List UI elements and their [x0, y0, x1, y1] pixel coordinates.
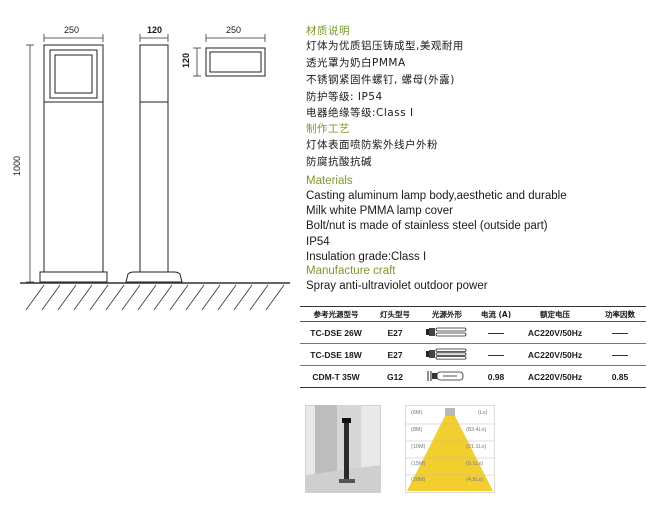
cell-current: [476, 321, 516, 344]
lamp-shape-cell: [418, 365, 476, 388]
light-beam: [407, 416, 493, 491]
lux-value-label: (83.4Lx): [466, 427, 487, 433]
top-view-dimensions: [193, 34, 266, 77]
col-header-shape: 光源外形: [418, 306, 476, 322]
cell-model: TC-DSE 26W: [300, 321, 372, 344]
cell-base: E27: [372, 343, 418, 366]
cell-base: E27: [372, 321, 418, 344]
cell-voltage: AC220V/50Hz: [516, 321, 594, 344]
technical-drawing: [20, 34, 290, 311]
empty-value-dash: [612, 332, 628, 334]
spec-en-line: Casting aluminum lamp body,aesthetic and…: [306, 190, 567, 202]
cell-model: TC-DSE 18W: [300, 343, 372, 366]
spec-cn-line: 不锈钢紧固件螺钉, 螺母(外露): [306, 74, 455, 86]
spec-cn-line: 灯体为优质铝压铸成型,美观耐用: [306, 40, 464, 52]
spec-cn-line: 电器绝缘等级:Class Ⅰ: [306, 107, 414, 119]
col-header-base: 灯头型号: [372, 306, 418, 322]
compact-fluorescent-lamp-icon: [426, 348, 467, 360]
spec-en-line: Insulation grade:Class I: [306, 251, 427, 263]
lux-dist-label: (15M): [411, 461, 426, 467]
table-row: CDM-T 35W G12 0.98 AC220V/50Hz 0.85: [300, 365, 646, 388]
height-label: 1000: [12, 155, 22, 176]
craft-cn-line: 防腐抗酸抗碱: [306, 156, 372, 168]
lux-value-label: (4.9Lx): [466, 477, 484, 483]
spec-en-line: IP54: [306, 236, 330, 248]
top-width-label: 250: [226, 25, 242, 35]
top-depth-label: 120: [181, 52, 191, 68]
lux-value-label: (Lx): [478, 410, 488, 416]
col-header-model: 参考光源型号: [300, 306, 372, 322]
table-row: TC-DSE 26W E27 AC220V/50Hz: [300, 321, 646, 344]
front-width-dimension: [43, 34, 104, 42]
empty-value-dash: [488, 332, 504, 334]
lamp-shape-cell: [418, 343, 476, 366]
metal-halide-lamp-icon: [427, 370, 464, 381]
cell-base: G12: [372, 365, 418, 388]
cell-pf: [594, 321, 646, 344]
ground-hatching: [20, 282, 290, 311]
lux-value-label: (9.1Lx): [466, 461, 484, 467]
front-view-bollard: [39, 44, 108, 283]
craft-cn-line: 灯体表面喷防紫外线户外粉: [306, 139, 438, 151]
spec-en-line: Milk white PMMA lamp cover: [306, 205, 453, 217]
cell-current: 0.98: [476, 365, 516, 388]
front-width-label: 250: [64, 25, 80, 35]
cell-pf: 0.85: [594, 365, 646, 388]
lux-value-label: (21.1Lx): [466, 444, 487, 450]
cell-voltage: AC220V/50Hz: [516, 343, 594, 366]
craft-en-line: Spray anti-ultraviolet outdoor power: [306, 280, 488, 292]
table-row: TC-DSE 18W E27 AC220V/50Hz: [300, 343, 646, 366]
col-header-current: 电流 (A): [476, 306, 516, 322]
light-source-table: 参考光源型号 灯头型号 光源外形 电流 (A) 额定电压 功率因数 TC-DSE…: [300, 306, 646, 388]
side-view-bollard: [125, 44, 183, 283]
lux-dist-label: (8M): [411, 427, 423, 433]
col-header-voltage: 额定电压: [516, 306, 594, 322]
height-dimension: [26, 44, 34, 283]
spec-cn-line: 透光罩为奶白PMMA: [306, 57, 406, 69]
top-view-box: [205, 47, 266, 77]
installation-photo: [305, 405, 381, 493]
cell-current: [476, 343, 516, 366]
cell-model: CDM-T 35W: [300, 365, 372, 388]
empty-value-dash: [612, 354, 628, 356]
lux-dist-label: (20M): [411, 477, 426, 483]
cell-voltage: AC220V/50Hz: [516, 365, 594, 388]
cell-pf: [594, 343, 646, 366]
lamp-shape-cell: [418, 321, 476, 344]
material-heading-cn: 材质说明: [306, 25, 350, 37]
compact-fluorescent-lamp-icon: [426, 327, 467, 336]
lux-dist-label: (6M): [411, 410, 423, 416]
table-header-row: 参考光源型号 灯头型号 光源外形 电流 (A) 额定电压 功率因数: [300, 306, 646, 322]
side-width-label: 120: [147, 25, 163, 35]
craft-heading-en: Manufacture craft: [306, 265, 396, 277]
spec-en-line: Bolt/nut is made of stainless steel (out…: [306, 220, 548, 232]
craft-heading-cn: 制作工艺: [306, 123, 350, 135]
empty-value-dash: [488, 354, 504, 356]
material-heading-en: Materials: [306, 175, 353, 187]
col-header-pf: 功率因数: [594, 306, 646, 322]
lux-dist-label: (10M): [411, 444, 426, 450]
side-width-dimension: [139, 34, 169, 42]
illuminance-diagram: [405, 405, 495, 493]
spec-cn-line: 防护等级: IP54: [306, 91, 383, 103]
